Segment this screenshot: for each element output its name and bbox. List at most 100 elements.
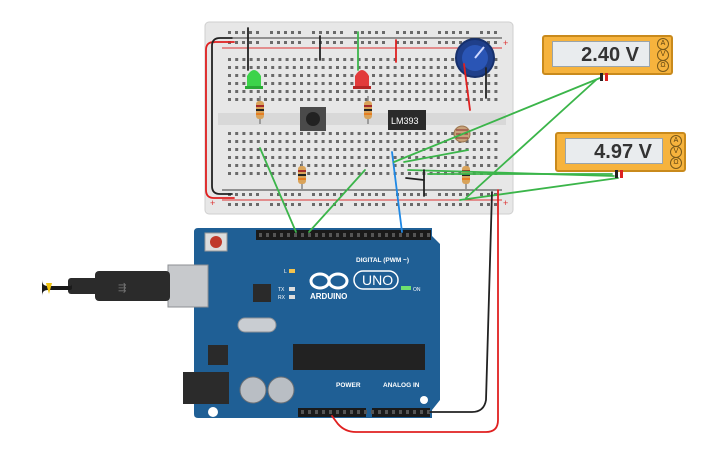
rail-hole[interactable] — [298, 203, 301, 206]
rail-hole[interactable] — [494, 203, 497, 206]
breadboard-hole[interactable] — [328, 140, 332, 143]
breadboard-hole[interactable] — [328, 74, 332, 77]
breadboard-hole[interactable] — [271, 98, 275, 101]
rail-hole[interactable] — [424, 193, 427, 196]
breadboard-hole[interactable] — [278, 172, 282, 175]
breadboard-hole[interactable] — [235, 132, 239, 135]
breadboard-hole[interactable] — [494, 140, 498, 143]
breadboard-hole[interactable] — [321, 66, 325, 69]
breadboard-hole[interactable] — [343, 148, 347, 151]
breadboard-hole[interactable] — [314, 58, 318, 61]
breadboard-hole[interactable] — [285, 66, 289, 69]
breadboard-hole[interactable] — [336, 156, 339, 159]
breadboard-hole[interactable] — [278, 74, 282, 77]
rail-hole[interactable] — [480, 31, 483, 34]
breadboard-hole[interactable] — [321, 74, 325, 77]
rail-hole[interactable] — [319, 203, 322, 206]
breadboard-hole[interactable] — [256, 140, 260, 143]
breadboard-hole[interactable] — [350, 148, 354, 151]
rail-hole[interactable] — [256, 203, 259, 206]
breadboard-hole[interactable] — [292, 172, 296, 175]
rail-hole[interactable] — [256, 31, 259, 34]
breadboard-hole[interactable] — [408, 148, 411, 151]
breadboard-hole[interactable] — [379, 164, 383, 167]
breadboard-hole[interactable] — [350, 132, 354, 135]
breadboard-hole[interactable] — [386, 82, 390, 85]
rail-hole[interactable] — [382, 41, 385, 44]
breadboard-hole[interactable] — [256, 148, 260, 151]
rail-hole[interactable] — [368, 41, 371, 44]
breadboard-hole[interactable] — [307, 164, 311, 167]
breadboard-hole[interactable] — [264, 156, 267, 159]
breadboard-hole[interactable] — [300, 140, 303, 143]
rail-hole[interactable] — [480, 193, 483, 196]
breadboard-hole[interactable] — [487, 164, 491, 167]
breadboard-hole[interactable] — [408, 74, 411, 77]
power-analog-pin[interactable] — [413, 410, 416, 414]
rail-hole[interactable] — [403, 193, 406, 196]
rail-hole[interactable] — [361, 41, 364, 44]
digital-pin[interactable] — [378, 233, 381, 237]
digital-pin[interactable] — [392, 233, 395, 237]
breadboard-hole[interactable] — [487, 156, 491, 159]
rail-hole[interactable] — [312, 41, 315, 44]
breadboard-hole[interactable] — [292, 82, 296, 85]
breadboard-hole[interactable] — [242, 132, 246, 135]
breadboard-hole[interactable] — [343, 132, 347, 135]
jumper-wire[interactable] — [459, 177, 619, 201]
power-analog-pin[interactable] — [378, 410, 381, 414]
breadboard-hole[interactable] — [314, 156, 318, 159]
rail-hole[interactable] — [340, 41, 343, 44]
breadboard-hole[interactable] — [256, 98, 260, 101]
rail-hole[interactable] — [459, 31, 462, 34]
rail-hole[interactable] — [256, 41, 259, 44]
breadboard-hole[interactable] — [458, 156, 462, 159]
rail-hole[interactable] — [424, 203, 427, 206]
breadboard-hole[interactable] — [350, 66, 354, 69]
rail-hole[interactable] — [438, 203, 441, 206]
breadboard-hole[interactable] — [242, 172, 246, 175]
breadboard-hole[interactable] — [400, 140, 404, 143]
power-analog-pin[interactable] — [315, 410, 318, 414]
breadboard-hole[interactable] — [350, 172, 354, 175]
breadboard-hole[interactable] — [278, 132, 282, 135]
breadboard-hole[interactable] — [436, 140, 440, 143]
breadboard-hole[interactable] — [278, 164, 282, 167]
digital-pin[interactable] — [315, 233, 318, 237]
breadboard-hole[interactable] — [357, 58, 361, 61]
breadboard-hole[interactable] — [350, 82, 354, 85]
breadboard-hole[interactable] — [336, 82, 339, 85]
digital-pin[interactable] — [322, 233, 325, 237]
breadboard-hole[interactable] — [472, 156, 476, 159]
breadboard-hole[interactable] — [278, 140, 282, 143]
breadboard-hole[interactable] — [458, 74, 462, 77]
rail-hole[interactable] — [319, 31, 322, 34]
breadboard-hole[interactable] — [271, 66, 275, 69]
rail-hole[interactable] — [396, 203, 399, 206]
breadboard-hole[interactable] — [264, 132, 267, 135]
breadboard-hole[interactable] — [386, 156, 390, 159]
breadboard-hole[interactable] — [264, 148, 267, 151]
rail-hole[interactable] — [291, 41, 294, 44]
digital-pin[interactable] — [399, 233, 402, 237]
breadboard-hole[interactable] — [364, 164, 368, 167]
digital-pin[interactable] — [308, 233, 311, 237]
breadboard-hole[interactable] — [451, 148, 455, 151]
rail-hole[interactable] — [235, 203, 238, 206]
breadboard-hole[interactable] — [480, 164, 483, 167]
power-analog-pin[interactable] — [364, 410, 367, 414]
rail-hole[interactable] — [354, 193, 357, 196]
rail-hole[interactable] — [410, 41, 413, 44]
jumper-wire[interactable] — [331, 189, 499, 433]
breadboard-hole[interactable] — [249, 164, 253, 167]
breadboard-hole[interactable] — [292, 98, 296, 101]
breadboard-hole[interactable] — [415, 172, 419, 175]
breadboard-hole[interactable] — [451, 164, 455, 167]
power-analog-pin[interactable] — [385, 410, 388, 414]
rail-hole[interactable] — [480, 203, 483, 206]
breadboard-hole[interactable] — [307, 156, 311, 159]
breadboard-hole[interactable] — [242, 140, 246, 143]
rail-hole[interactable] — [403, 203, 406, 206]
breadboard-hole[interactable] — [336, 164, 339, 167]
rail-hole[interactable] — [319, 193, 322, 196]
